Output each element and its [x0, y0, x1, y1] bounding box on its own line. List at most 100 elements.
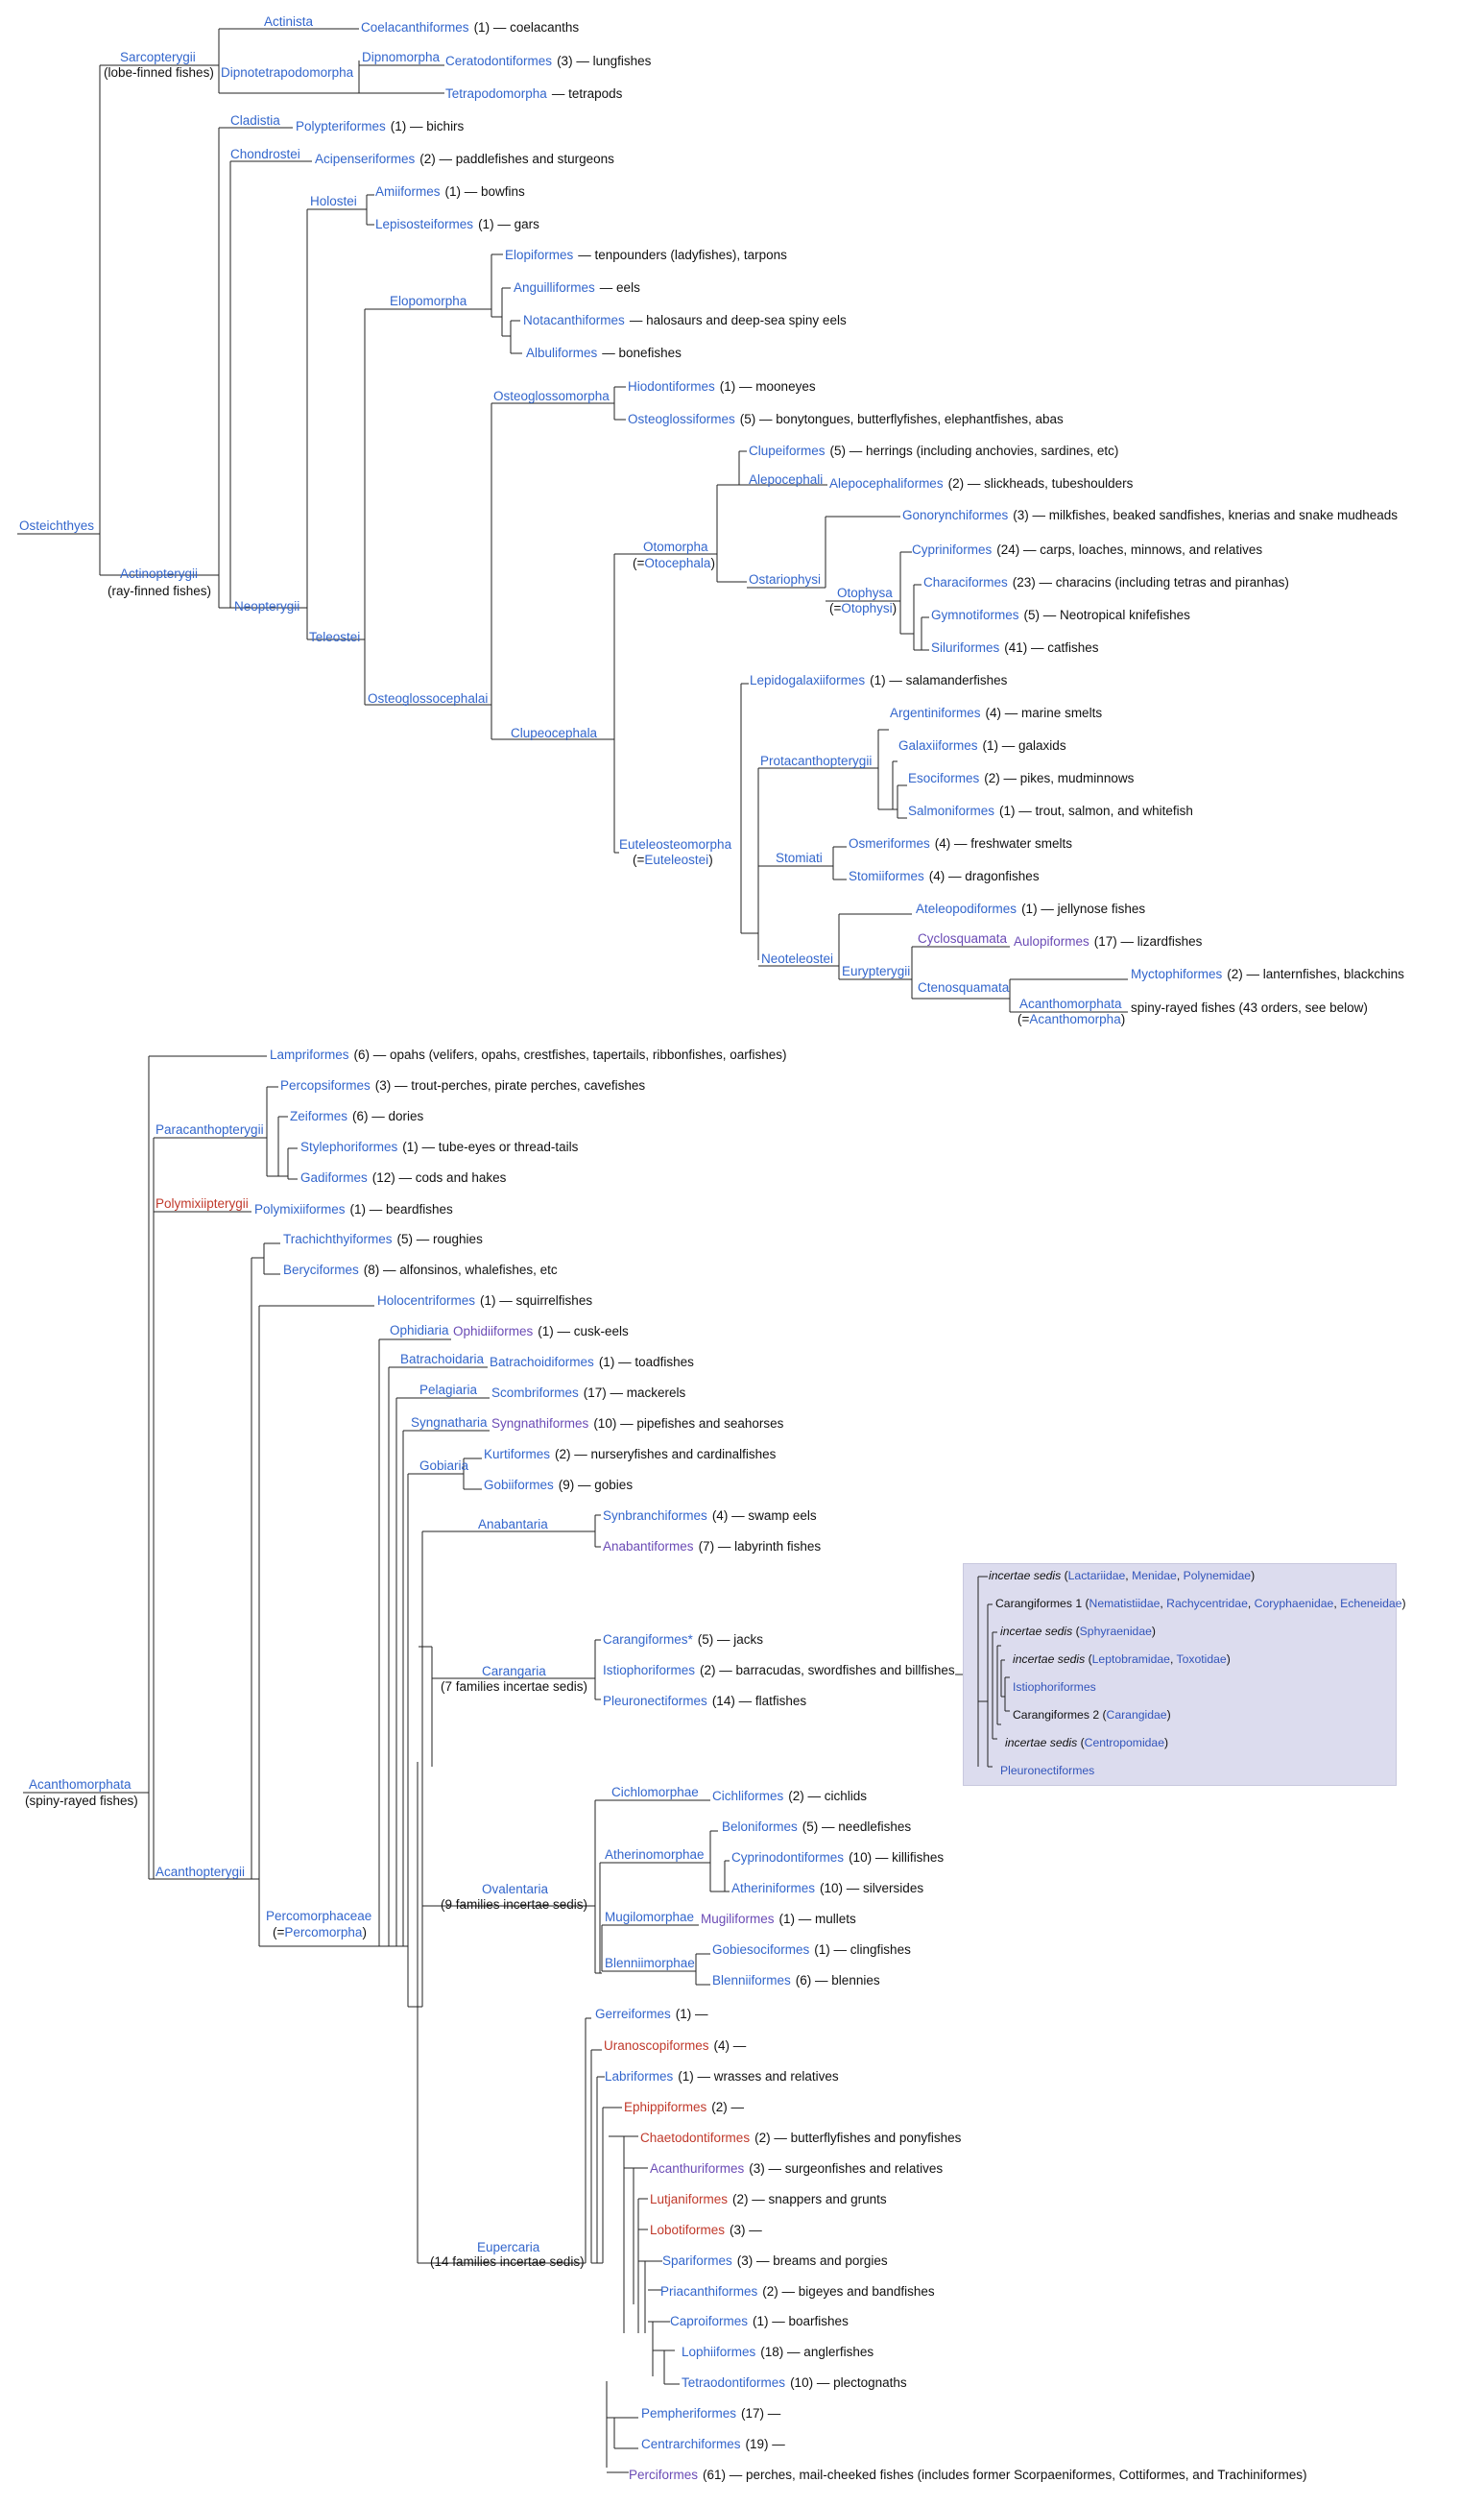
- scombriformes-link[interactable]: Scombriformes: [491, 1386, 579, 1400]
- istiophoriformes-panel-link[interactable]: Istiophoriformes: [1013, 1680, 1096, 1694]
- galaxiiformes-link[interactable]: Galaxiiformes: [898, 738, 978, 753]
- elopiformes-link[interactable]: Elopiformes: [505, 248, 574, 262]
- cyclosquamata-link[interactable]: Cyclosquamata: [918, 931, 1008, 946]
- alepocephali-link[interactable]: Alepocephali: [749, 472, 823, 487]
- holostei-link[interactable]: Holostei: [310, 194, 357, 208]
- ceratodontiformes-link[interactable]: Ceratodontiformes: [445, 54, 552, 68]
- tetrapodomorpha-link[interactable]: Tetrapodomorpha: [445, 86, 547, 101]
- lophiiformes-link[interactable]: Lophiiformes: [682, 2345, 756, 2359]
- gerreiformes-link[interactable]: Gerreiformes: [595, 2007, 671, 2021]
- syngnathiformes-link[interactable]: Syngnathiformes: [491, 1416, 589, 1431]
- clupeiformes-link[interactable]: Clupeiformes: [749, 444, 826, 458]
- teleostei-link[interactable]: Teleostei: [309, 630, 360, 644]
- atherinomorphae-link[interactable]: Atherinomorphae: [605, 1847, 705, 1862]
- leptobramidae-link[interactable]: Leptobramidae: [1091, 1652, 1170, 1666]
- argentiniformes-link[interactable]: Argentiniformes: [890, 706, 981, 720]
- pelagiaria-link[interactable]: Pelagiaria: [419, 1383, 478, 1397]
- polynemidae-link[interactable]: Polynemidae: [1183, 1569, 1252, 1582]
- mugilomorphae-link[interactable]: Mugilomorphae: [605, 1910, 694, 1924]
- labriformes-link[interactable]: Labriformes: [605, 2069, 674, 2084]
- elopomorpha-link[interactable]: Elopomorpha: [390, 294, 467, 308]
- blenniiformes-link[interactable]: Blenniiformes: [712, 1973, 791, 1988]
- neopterygii-link[interactable]: Neopterygii: [234, 599, 299, 614]
- notacanthiformes-link[interactable]: Notacanthiformes: [523, 313, 625, 327]
- spariformes-link[interactable]: Spariformes: [662, 2253, 732, 2268]
- zeiformes-link[interactable]: Zeiformes: [290, 1109, 347, 1123]
- trachichthyiformes-link[interactable]: Trachichthyiformes: [283, 1232, 393, 1246]
- atheriniformes-link[interactable]: Atheriniformes: [731, 1881, 815, 1895]
- lampriformes-link[interactable]: Lampriformes: [270, 1048, 349, 1062]
- tetraodontiformes-link[interactable]: Tetraodontiformes: [682, 2375, 785, 2390]
- gobiiformes-link[interactable]: Gobiiformes: [484, 1478, 554, 1492]
- otomorpha-link[interactable]: Otomorpha: [643, 540, 708, 554]
- anabantaria-link[interactable]: Anabantaria: [478, 1517, 548, 1531]
- blenniimorphae-link[interactable]: Blenniimorphae: [605, 1956, 695, 1970]
- carangiformes-link[interactable]: Carangiformes*: [603, 1632, 694, 1647]
- polypteriformes-link[interactable]: Polypteriformes: [296, 119, 386, 133]
- holocentriformes-link[interactable]: Holocentriformes: [377, 1293, 475, 1308]
- salmoniformes-link[interactable]: Salmoniformes: [908, 804, 994, 818]
- dipnomorpha-link[interactable]: Dipnomorpha: [362, 50, 441, 64]
- lobotiformes-link[interactable]: Lobotiformes: [650, 2223, 725, 2237]
- otomorpha-syn-link[interactable]: Otocephala: [644, 556, 711, 570]
- lactariidae-link[interactable]: Lactariidae: [1067, 1569, 1126, 1582]
- toxotidae-link[interactable]: Toxotidae: [1176, 1652, 1227, 1666]
- centrarchiformes-link[interactable]: Centrarchiformes: [641, 2437, 741, 2451]
- cladistia-link[interactable]: Cladistia: [230, 113, 280, 128]
- chondrostei-link[interactable]: Chondrostei: [230, 147, 300, 161]
- batrachoidiformes-link[interactable]: Batrachoidiformes: [490, 1355, 594, 1369]
- caproiformes-link[interactable]: Caproiformes: [670, 2314, 748, 2328]
- cypriniformes-link[interactable]: Cypriniformes: [912, 542, 993, 557]
- ateleopodiformes-link[interactable]: Ateleopodiformes: [916, 902, 1017, 916]
- ophidiiformes-link[interactable]: Ophidiiformes: [453, 1324, 534, 1338]
- anabantiformes-link[interactable]: Anabantiformes: [603, 1539, 694, 1554]
- ophidiaria-link[interactable]: Ophidiaria: [390, 1323, 449, 1337]
- eurypterygii-link[interactable]: Eurypterygii: [842, 964, 910, 978]
- percomorphaceae-link[interactable]: Percomorphaceae: [266, 1909, 371, 1923]
- carangaria-link[interactable]: Carangaria: [482, 1664, 546, 1678]
- root-link[interactable]: Osteichthyes: [19, 518, 94, 533]
- pleuronectiformes-panel-link[interactable]: Pleuronectiformes: [1000, 1764, 1095, 1777]
- acanthopterygii-link[interactable]: Acanthopterygii: [156, 1865, 245, 1879]
- coryphaenidae-link[interactable]: Coryphaenidae: [1254, 1597, 1334, 1610]
- menidae-link[interactable]: Menidae: [1132, 1569, 1177, 1582]
- kurtiformes-link[interactable]: Kurtiformes: [484, 1447, 550, 1461]
- mugiliformes-link[interactable]: Mugiliformes: [701, 1912, 775, 1926]
- ostariophysi-link[interactable]: Ostariophysi: [749, 572, 821, 587]
- stylephoriformes-link[interactable]: Stylephoriformes: [300, 1140, 398, 1154]
- acipenseriformes-link[interactable]: Acipenseriformes: [315, 152, 416, 166]
- protacanthopterygii-link[interactable]: Protacanthopterygii: [760, 754, 872, 768]
- euteleosteomorpha-link[interactable]: Euteleosteomorpha: [619, 837, 732, 852]
- neoteleostei-link[interactable]: Neoteleostei: [761, 952, 833, 966]
- ovalentaria-link[interactable]: Ovalentaria: [482, 1882, 549, 1896]
- beloniformes-link[interactable]: Beloniformes: [722, 1819, 798, 1834]
- beryciformes-link[interactable]: Beryciformes: [283, 1263, 359, 1277]
- eupercaria-link[interactable]: Eupercaria: [477, 2240, 540, 2254]
- gonorynchiformes-link[interactable]: Gonorynchiformes: [902, 508, 1009, 522]
- stomiati-link[interactable]: Stomiati: [776, 851, 823, 865]
- gymnotiformes-link[interactable]: Gymnotiformes: [931, 608, 1019, 622]
- acanthomorphata-link[interactable]: Acanthomorphata: [1019, 997, 1122, 1011]
- ephippiformes-link[interactable]: Ephippiformes: [624, 2100, 707, 2114]
- carangidae-link[interactable]: Carangidae: [1106, 1708, 1167, 1722]
- percopsiformes-link[interactable]: Percopsiformes: [280, 1078, 371, 1093]
- percomorphaceae-syn-link[interactable]: Percomorpha: [284, 1925, 363, 1940]
- priacanthiformes-link[interactable]: Priacanthiformes: [660, 2284, 758, 2299]
- osteoglossiformes-link[interactable]: Osteoglossiformes: [628, 412, 735, 426]
- rachycentridae-link[interactable]: Rachycentridae: [1166, 1597, 1248, 1610]
- root-link[interactable]: Acanthomorphata: [29, 1777, 132, 1792]
- chaetodontiformes-link[interactable]: Chaetodontiformes: [640, 2131, 750, 2145]
- coelacanthiformes-link[interactable]: Coelacanthiformes: [361, 20, 469, 35]
- stomiiformes-link[interactable]: Stomiiformes: [849, 869, 924, 883]
- clupeocephala-link[interactable]: Clupeocephala: [511, 726, 598, 740]
- actinista-link[interactable]: Actinista: [264, 14, 314, 29]
- pempheriformes-link[interactable]: Pempheriformes: [641, 2406, 736, 2421]
- sphyraenidae-link[interactable]: Sphyraenidae: [1079, 1625, 1152, 1638]
- syngnatharia-link[interactable]: Syngnatharia: [411, 1415, 488, 1430]
- ctenosquamata-link[interactable]: Ctenosquamata: [918, 980, 1010, 995]
- lepisosteiformes-link[interactable]: Lepisosteiformes: [375, 217, 473, 231]
- lutjaniformes-link[interactable]: Lutjaniformes: [650, 2192, 728, 2206]
- anguilliformes-link[interactable]: Anguilliformes: [514, 280, 595, 295]
- cichliformes-link[interactable]: Cichliformes: [712, 1789, 784, 1803]
- actinopterygii-link[interactable]: Actinopterygii: [120, 566, 198, 581]
